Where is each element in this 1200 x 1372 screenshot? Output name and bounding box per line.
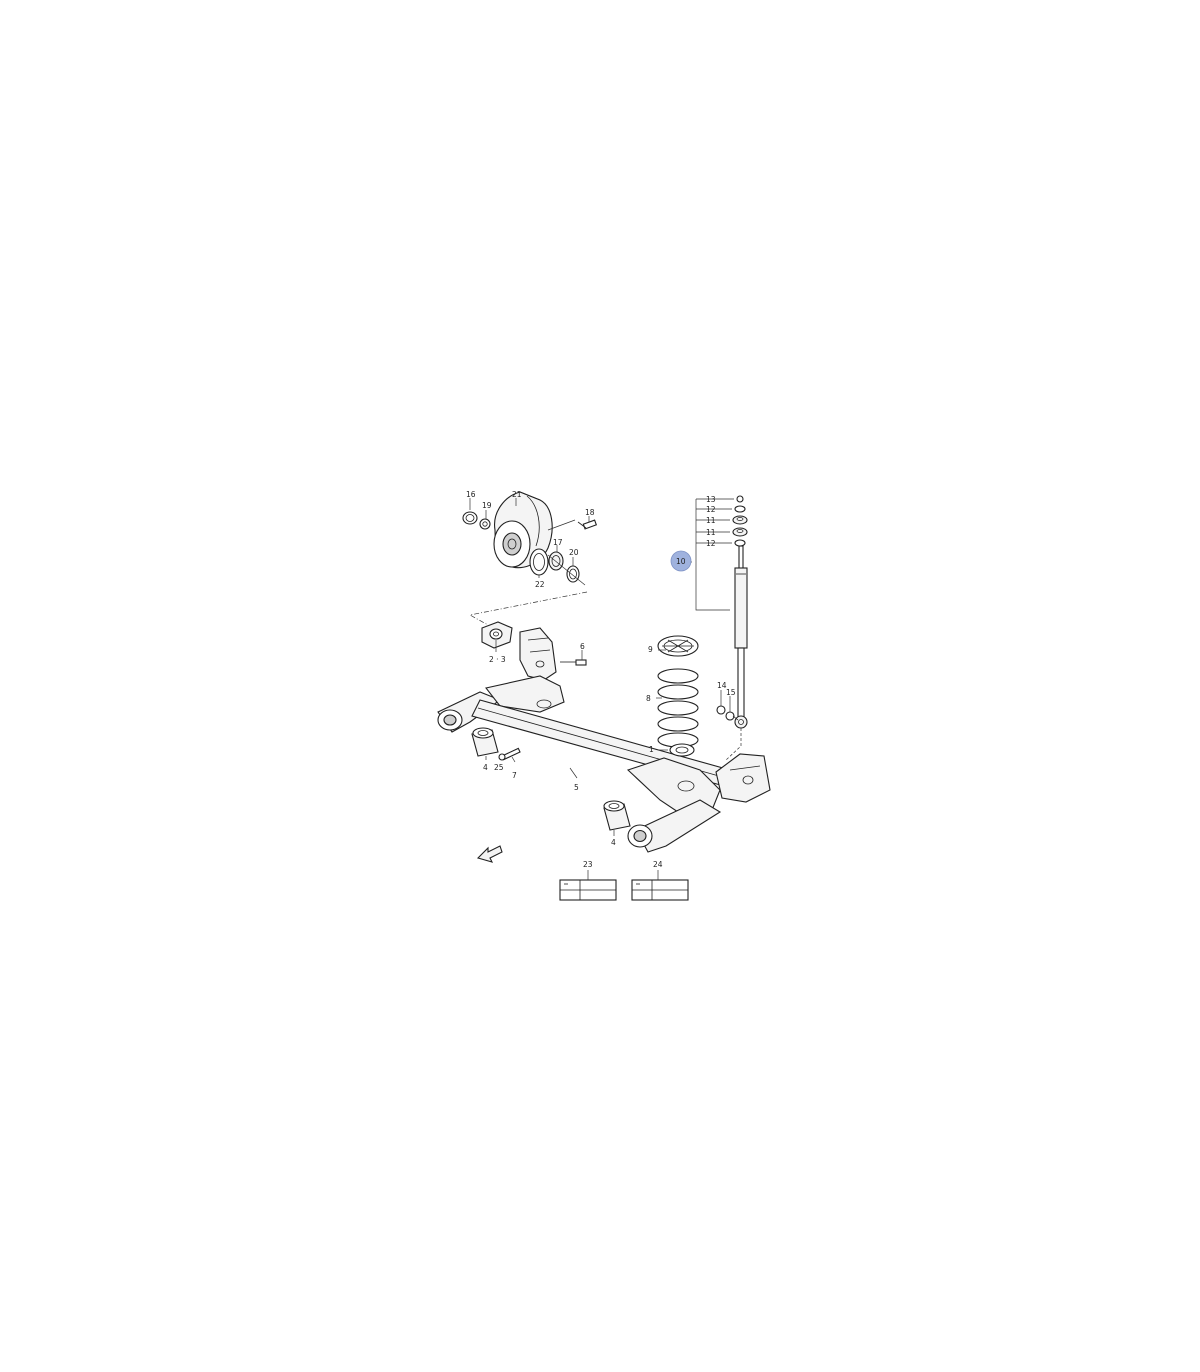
label-part-13: 13 (706, 495, 716, 504)
label-part-9: 9 (648, 645, 653, 654)
label-part-10: 10 (676, 557, 686, 566)
front-direction-arrow-icon (476, 845, 503, 863)
part-15-bolt[interactable] (725, 711, 739, 721)
label-part-12-lower: 12 (706, 539, 716, 548)
part-12-washer-lower[interactable] (734, 539, 746, 547)
part-17-bearing[interactable] (548, 551, 564, 571)
part-8-coil-spring[interactable] (657, 668, 699, 748)
part-2-3-hub-bracket[interactable] (481, 621, 513, 649)
label-part-7: 7 (512, 771, 517, 780)
part-7-bolt[interactable] (498, 747, 521, 761)
part-20-snap-ring[interactable] (566, 565, 580, 583)
label-part-14: 14 (717, 681, 727, 690)
part-5-rear-axle-beam[interactable] (437, 675, 771, 853)
part-10-shock-absorber[interactable] (734, 545, 748, 729)
label-part-4-left: 4 (483, 763, 488, 772)
part-11-bushing-upper[interactable] (732, 515, 748, 525)
label-part-18: 18 (585, 508, 595, 517)
part-22-oil-seal[interactable] (529, 548, 549, 576)
label-part-22: 22 (535, 580, 545, 589)
highlight-marker-part-10 (670, 550, 692, 572)
label-part-11-upper: 11 (706, 516, 716, 525)
label-part-21: 21 (512, 490, 522, 499)
part-14-nut[interactable] (716, 705, 726, 715)
label-part-8: 8 (646, 694, 651, 703)
label-part-11-lower: 11 (706, 528, 716, 537)
part-23-label-plate[interactable] (559, 879, 617, 901)
part-24-label-plate[interactable] (631, 879, 689, 901)
part-1-spring-seat-lower[interactable] (669, 743, 695, 757)
label-part-5: 5 (574, 783, 579, 792)
label-part-17: 17 (553, 538, 563, 547)
part-19-nut[interactable] (479, 518, 491, 530)
label-part-16: 16 (466, 490, 476, 499)
label-part-1: 1 (649, 745, 654, 754)
label-part-24: 24 (653, 860, 663, 869)
part-11-bushing-lower[interactable] (732, 527, 748, 537)
part-6-bolt[interactable] (560, 659, 587, 666)
label-part-15: 15 (726, 688, 736, 697)
label-part-2-3: 2 · 3 (489, 655, 506, 664)
suspension-mount-bracket (519, 627, 557, 681)
label-part-4-right: 4 (611, 838, 616, 847)
part-18-bolt[interactable] (577, 519, 598, 530)
part-4-bushing-right[interactable] (603, 800, 631, 831)
label-part-23: 23 (583, 860, 593, 869)
label-part-12-upper: 12 (706, 505, 716, 514)
label-part-6: 6 (580, 642, 585, 651)
part-4-bushing-left[interactable] (471, 727, 499, 757)
part-13-nut[interactable] (736, 495, 744, 503)
part-12-washer-upper[interactable] (734, 505, 746, 513)
label-part-19: 19 (482, 501, 492, 510)
label-part-25: 25 (494, 763, 504, 772)
label-part-20: 20 (569, 548, 579, 557)
brake-drum-group (462, 491, 598, 586)
part-9-spring-seat-upper[interactable] (657, 635, 699, 657)
part-16-hub-cap[interactable] (462, 511, 478, 525)
